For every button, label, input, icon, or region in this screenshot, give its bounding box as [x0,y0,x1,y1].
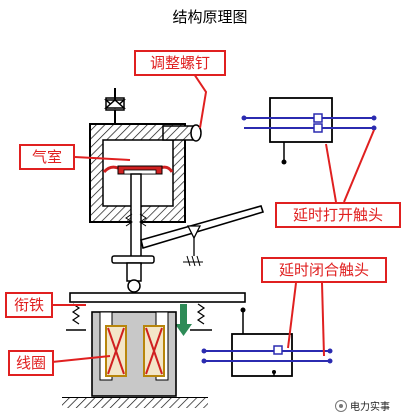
armature-springs [66,303,212,331]
adjust-screw [162,124,202,142]
label-coil: 线圈 [8,350,54,376]
coil-left [105,325,127,377]
delay-open-contact [241,97,377,165]
ground-base [62,397,208,408]
label-delay-open-contact: 延时打开触头 [275,202,401,228]
armature-plate [69,292,246,303]
watermark: 电力实事 [335,398,390,413]
top-spring [104,88,126,124]
lever-arm [140,205,265,267]
coil-right [143,325,165,377]
wechat-icon [335,399,347,412]
delay-close-contact [201,307,333,377]
label-air-chamber: 气室 [19,144,75,170]
watermark-text: 电力实事 [350,402,390,413]
label-adjust-screw: 调整螺钉 [134,50,226,76]
armature-arrow [175,304,192,336]
label-armature: 衔铁 [5,292,53,318]
label-delay-close-contact: 延时闭合触头 [261,257,387,283]
diagram-title: 结构原理图 [172,8,248,26]
piston-rod [111,173,155,293]
